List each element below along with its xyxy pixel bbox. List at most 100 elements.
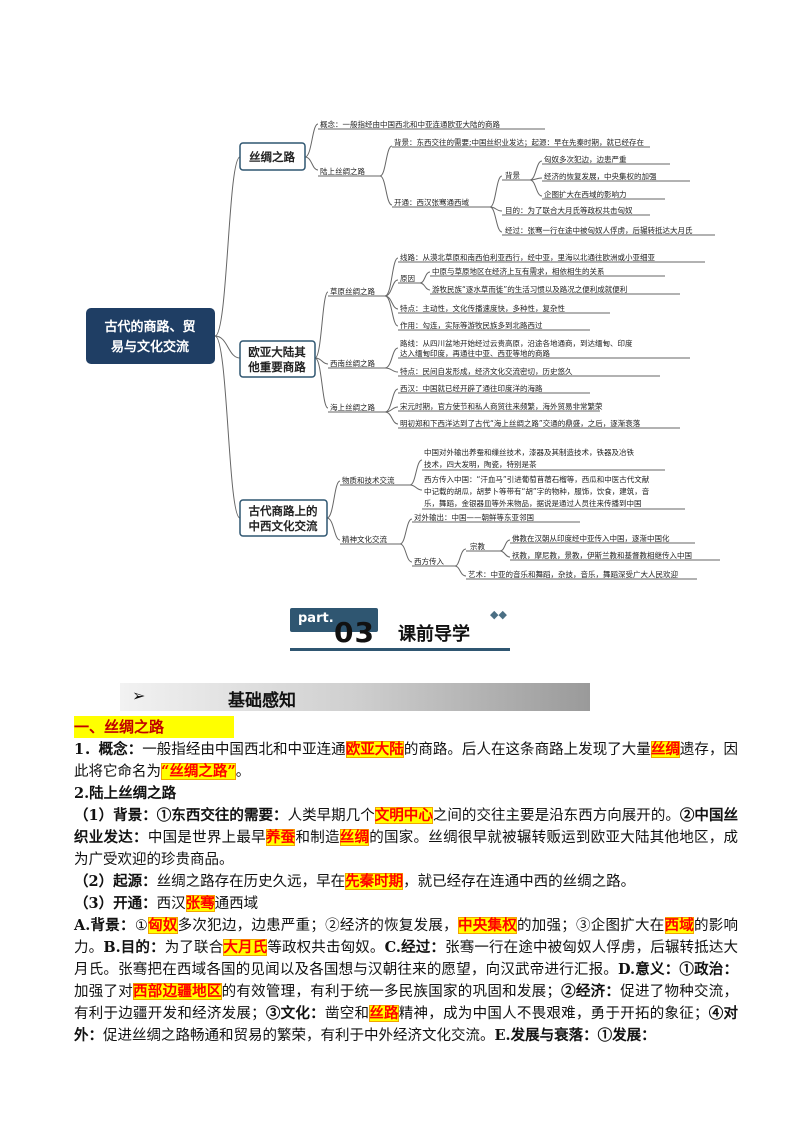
text-run: 的商路。后人在这条商路上发现了大量 (403, 742, 651, 758)
text-run: （1）背景：①东西交往的需要： (74, 807, 288, 824)
leaf: 中国对外输出养蚕和缫丝技术，漆器及其制造技术，铁器及冶铁 (424, 447, 634, 457)
leaf: 概念：一般指经由中国西北和中亚连通欧亚大陆的商路 (320, 119, 500, 129)
leaf: 开通：西汉张骞通西域 (394, 197, 469, 207)
text-run: ，就已经存在连通中西的丝绸之路。 (403, 874, 636, 890)
leaf: 游牧民族“逐水草而徙”的生活习惯以及路况之便利成就便利 (432, 284, 627, 294)
leaf: 路线：从四川盆地开始经过云贵高原，沿途各地通商，到达缅甸、印度 (400, 338, 633, 348)
leaf: 西方传入中国：“汗血马”引进葡萄苜蓿石榴等，西瓜和中医古代文献 (424, 474, 650, 484)
root-line1: 古代的商路、贸 (104, 319, 195, 335)
branch-label-other-routes-2: 他重要商路 (247, 360, 306, 374)
section-bar: ➢ 基础感知 (120, 683, 590, 711)
branch-label-exchange-1: 古代商路上的 (249, 504, 318, 518)
leaf: 特点：民间自发形成，经济文化交流密切，历史悠久 (400, 366, 573, 376)
section-label: 基础感知 (228, 691, 296, 711)
heading-land-silk-road: 2.陆上丝绸之路 (74, 785, 177, 802)
leaf: 特点：主动性，文化传播速度快，多种性，复杂性 (400, 303, 565, 313)
text-run: 一般指经由中国西北和中亚连通 (142, 742, 346, 758)
text-run: 的影响力。 (74, 918, 739, 956)
leaf: 达入缅甸印度，再通往中亚、西亚等地的商路 (400, 348, 550, 358)
leaf: 草原丝绸之路 (330, 286, 375, 296)
leaf: 宗教 (470, 541, 485, 551)
text-run: 的有效管理，有利于统一多民族国家的巩固和发展； (221, 984, 561, 1000)
leaf: 线路：从漠北草原和南西伯利亚西行，经中亚，里海以北通往欧洲或小亚细亚 (400, 252, 655, 262)
leaf: 宋元时期，官方使节和私人商贸往来频繁，海外贸易非常繁荣 (400, 401, 603, 411)
text-run: 的国家。丝绸很早就被辗转贩运到欧亚大陆其他地区，成为广受欢迎的珍贵商品。 (74, 830, 739, 868)
text-run: ④对外： (74, 1005, 739, 1044)
text-run: 促进丝绸之路畅通和贸易的繁荣，有利于中外经济文化交流。 (103, 1028, 495, 1044)
text-run: （2）起源： (74, 873, 157, 890)
text-run: C.经过： (384, 939, 446, 956)
text-run: 精神，成为中国人不畏艰难，勇于开拓的象征； (398, 1006, 709, 1022)
part-title: 课前导学 (398, 624, 470, 645)
text-run: 遗存，因此将它命名为 (74, 742, 738, 780)
highlight: 丝路 (369, 1005, 399, 1022)
leaf: 原因 (400, 274, 415, 283)
text-run: 和制造 (295, 830, 340, 846)
text-run: 人类早期几个 (287, 808, 375, 824)
connector-lines (214, 123, 720, 580)
text-run: （3）开通： (74, 895, 157, 912)
arrow-icon: ➢ (132, 686, 146, 705)
text-run: ① (134, 918, 149, 934)
part-tab-label: part. (298, 611, 334, 626)
text-run: 为了联合 (164, 940, 224, 956)
highlight: 张骞 (185, 895, 215, 912)
text-run: B.目的： (103, 939, 165, 956)
text-run: E.发展与衰落：①发展： (494, 1027, 656, 1044)
leaf: 物质和技术交流 (342, 475, 395, 485)
highlight: 匈奴 (148, 917, 178, 934)
leaf: 中记载的胡瓜，胡萝卜等带有“胡”字的物种，服饰，饮食，建筑，音 (424, 486, 650, 496)
leaf: 明初郑和下西洋达到了古代“海上丝绸之路”交通的鼎盛，之后，逐渐衰落 (400, 418, 641, 428)
text-run: 通西域 (214, 896, 259, 912)
text-run: 西汉 (156, 896, 186, 912)
leaf: 西南丝绸之路 (330, 358, 375, 368)
leaf: 西汉：中国就已经开辟了通往印度洋的海路 (400, 383, 543, 393)
text-run: ②中国丝织业发达： (74, 807, 738, 846)
text-run: 中国是世界上最早 (147, 830, 266, 846)
mind-map: 古代的商路、贸 易与文化交流 丝绸之路 欧亚大陆其 他重要商路 古代商路上的 中… (86, 119, 720, 580)
text-run: 加强了对 (74, 984, 134, 1000)
leaf: 中原与草原地区在经济上互有需求，相依相生的关系 (432, 266, 605, 276)
branch-node-other-routes (239, 340, 316, 378)
branch-label-exchange-2: 中西文化交流 (249, 519, 318, 533)
highlight: 西域 (664, 917, 695, 934)
mind-map-leaves: 概念：一般指经由中国西北和中亚连通欧亚大陆的商路 陆上丝绸之路 背景：东西交往的… (320, 119, 693, 579)
leaf: 祆教，摩尼教，景教，伊斯兰教和基督教相继传入中国 (512, 550, 692, 560)
highlight: 大月氏 (223, 939, 268, 956)
paragraph-origin: （2）起源：丝绸之路存在历史久远，早在先秦时期，就已经存在连通中西的丝绸之路。 (74, 871, 738, 893)
text-run: 多次犯边，边患严重；②经济的恢复发展， (177, 918, 458, 934)
leaf: 西方传入 (414, 556, 444, 566)
leaf: 经济的恢复发展，中央集权的加强 (544, 171, 657, 181)
highlight: 西部边疆地区 (133, 983, 222, 1000)
leaf: 背景：东西交往的需要;中国丝织业发达；起源：早在先秦时期，就已经存在 (394, 137, 645, 147)
root-line2: 易与文化交流 (111, 339, 189, 355)
document-body: 一、丝绸之路 1．概念：一般指经由中国西北和中亚连通欧亚大陆的商路。后人在这条商… (74, 716, 738, 1047)
leaf: 对外输出：中国——朝鲜等东亚邻国 (414, 512, 534, 522)
text-run: ③文化： (265, 1005, 325, 1022)
leaf: 经过：张骞一行在途中被匈奴人俘虏，后辗转抵达大月氏 (505, 225, 693, 235)
branch-node-cultural-exchange (239, 499, 328, 537)
text-run: 等政权共击匈奴。 (267, 940, 385, 956)
text-run: 的加强；③企图扩大在 (516, 918, 665, 934)
highlight: “丝绸之路” (161, 763, 236, 780)
banner-underline (290, 648, 510, 651)
leaf: 佛教在汉朝从印度经中亚传入中国，逐渐中国化 (512, 533, 670, 543)
paragraph-opening: （3）开通：西汉张骞通西域 (74, 893, 738, 915)
highlight: 欧亚大陆 (345, 741, 404, 758)
text-run: 凿空和 (324, 1006, 370, 1022)
leaf: 陆上丝绸之路 (320, 166, 365, 176)
root-node (86, 308, 215, 364)
highlight: 丝绸 (339, 829, 370, 846)
part-banner: part. 03 课前导学 ◆◆ (290, 606, 510, 652)
branch-node-silk-road (239, 142, 306, 171)
text-run: 1．概念： (74, 741, 143, 758)
leaf: 匈奴多次犯边，边患严重 (544, 154, 627, 164)
branch-label-silk-road: 丝绸之路 (249, 150, 295, 164)
leaf: 背景 (505, 170, 520, 180)
highlight: 养蚕 (265, 829, 296, 846)
leaf: 海上丝绸之路 (330, 402, 375, 412)
leaf: 精神文化交流 (342, 534, 387, 544)
text-run: 促进了物种交流，有利于边疆开发和经济发展； (74, 984, 739, 1022)
highlight: 中央集权 (457, 917, 517, 934)
text-run: 。 (235, 764, 251, 780)
